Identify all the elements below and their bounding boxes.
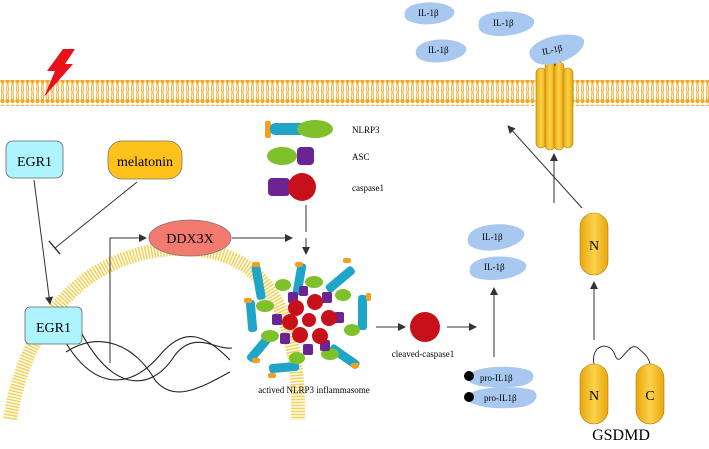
legend-asc-label: ASC [352,152,370,162]
egr1-cytoplasm-label: EGR1 [17,155,52,170]
egr1-nucleus-node: EGR1 [24,306,83,345]
arrow-n-to-pore [507,125,583,209]
gsdmd-pore [535,61,574,151]
gsdmd-n-terminal: N [579,212,609,276]
inflammasome-caspase-red [282,294,337,344]
gsdmd-c-label: C [645,389,654,404]
il1b-mature-1-label: IL-1β [482,232,503,242]
inflammasome-label: actived NLRP3 inflammasome [258,385,369,395]
nlrp3-inflammasome-complex [244,258,371,378]
inflammasome-nlrp3-arms [245,263,367,374]
il1b-secreted-4: IL-1β [529,34,585,65]
lightning-bolt-icon [44,49,75,97]
il1b-secreted-1: IL-1β [404,2,455,25]
ddx3x-node: DDX3X [148,219,232,257]
il1b-mature-2-label: IL-1β [484,262,505,272]
il1b-secreted-4-label: IL-1β [541,43,564,57]
melatonin-node: melatonin [107,140,183,180]
il1b-secreted-1-label: IL-1β [418,8,439,18]
egr1-nucleus-label: EGR1 [36,321,71,336]
pro-il1b-1-label: pro-IL1β [480,373,513,383]
gsdmd-n-label: N [589,389,599,404]
gsdmd-full-length: N C [579,345,665,425]
legend-nlrp3: NLRP3 [265,120,380,138]
il1b-secreted-3: IL-1β [415,39,467,63]
plasma-membrane [0,80,709,106]
cleaved-caspase1-node [410,312,440,342]
pro-il1b-2-label: pro-IL1β [484,393,517,403]
il1b-mature-1: IL-1β [467,224,525,251]
il1b-secreted-2-label: IL-1β [493,18,514,28]
legend-asc: ASC [267,147,370,165]
inflammasome-asc-green [256,276,360,364]
cleaved-caspase1-label: cleaved-caspase1 [392,349,454,359]
ddx3x-label: DDX3X [166,232,213,247]
inflammasome-pyd-caps [244,258,371,378]
legend-caspase1-label: caspase1 [352,183,384,193]
il1b-secreted-3-label: IL-1β [428,45,449,55]
il1b-secreted-2: IL-1β [478,11,535,37]
dna-strands [65,329,233,393]
arrow-transcription-ddx3x [109,234,147,363]
il1b-mature-2: IL-1β [469,256,527,281]
pro-il1b-1: pro-IL1β [464,366,534,388]
gsdmd-n-cleaved-label: N [589,239,599,254]
arrow-egr1-to-nucleus [33,179,54,305]
melatonin-label: melatonin [117,155,173,170]
legend-caspase1: caspase1 [268,173,384,201]
legend-nlrp3-label: NLRP3 [352,125,380,135]
inhibition-bar [48,240,61,255]
gsdmd-label: GSDMD [592,427,650,444]
egr1-cytoplasm-node: EGR1 [5,140,64,179]
inhibition-melatonin [54,181,138,249]
pro-il1b-2: pro-IL1β [464,387,537,409]
inflammasome-purple [272,286,344,355]
